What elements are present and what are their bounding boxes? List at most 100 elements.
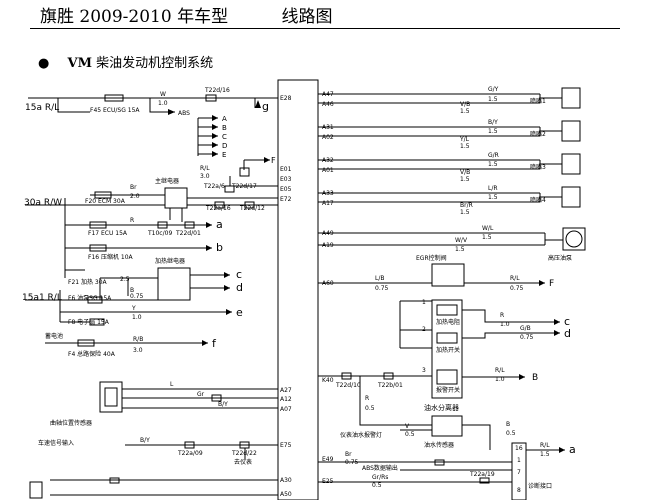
inj-wire-4-size: 1.5 bbox=[460, 143, 470, 150]
inj-wire-6-color: V/B bbox=[460, 169, 470, 176]
sep-wire-v: V bbox=[405, 423, 410, 430]
sep-wire-r: R bbox=[500, 312, 504, 319]
inj-wire-7-size: 1.5 bbox=[488, 194, 498, 201]
speed-input-label: 车速信号输入 bbox=[38, 439, 74, 447]
wire-y10: 1.0 bbox=[132, 314, 142, 321]
conn-t22a6-label: T22a/6 bbox=[203, 183, 225, 190]
conn-t22d16-label: T22d/16 bbox=[204, 87, 230, 94]
ecu-pin-k40: K40 bbox=[322, 377, 334, 384]
injector-2-conn bbox=[561, 120, 581, 142]
heater-label: 加热电阻 bbox=[436, 318, 460, 326]
oil-water-alarm-label: 仪表油水报警灯 bbox=[340, 431, 382, 439]
diag-wire-br: Br bbox=[345, 451, 352, 458]
wire-r30: 3.0 bbox=[200, 173, 210, 180]
conn-to-dash: 去仪表 bbox=[234, 458, 252, 466]
conn-t22d10-label: T22d/10 bbox=[335, 382, 361, 389]
ecu-pin-e49: E49 bbox=[322, 456, 334, 463]
separator-label: 油水分离器 bbox=[424, 403, 459, 412]
branch-B: B bbox=[222, 124, 227, 132]
egr-wire-rl: R/L bbox=[510, 275, 520, 282]
fuse-f45-label: F45 ECU/SG 15A bbox=[90, 107, 140, 114]
conn-t22d22-label: T22d/22 bbox=[231, 450, 257, 457]
conn-t22d17-label: T22d/17 bbox=[231, 183, 257, 190]
main-relay-label: 主继电器 bbox=[155, 177, 179, 185]
egr-label: EGR控制阀 bbox=[416, 254, 447, 262]
section-title: ● VM 柴油发动机控制系统 bbox=[38, 52, 213, 71]
fuse-f8-label: F8 电子扇 15A bbox=[68, 318, 110, 326]
wire-y: Y bbox=[131, 305, 136, 312]
fuse-f20-label: F20 ECM 30A bbox=[85, 198, 126, 205]
conn-t22d16 bbox=[205, 94, 217, 102]
branch-D: D bbox=[222, 142, 227, 150]
ecu-pin-e01: E01 bbox=[280, 166, 292, 173]
diag-wire-grrs: Gr/Rs bbox=[372, 474, 388, 481]
section-bullet: ● bbox=[38, 56, 50, 71]
branch-d: d bbox=[236, 281, 243, 294]
inj-wire-3-size: 1.5 bbox=[488, 128, 498, 135]
oil-water-sensor bbox=[431, 415, 463, 437]
ecu-pin-a47: A47 bbox=[322, 91, 334, 98]
battery-label: 蓄电池 bbox=[45, 332, 63, 340]
power-30a: 30a R/W bbox=[24, 198, 62, 208]
inj-wire-3-color: B/Y bbox=[488, 119, 498, 126]
inj-wire-1-size: 1.5 bbox=[488, 96, 498, 103]
inj-wire-5-size: 1.5 bbox=[488, 161, 498, 168]
oil-water-sensor-label: 油水传感器 bbox=[424, 441, 454, 449]
conn-t22d01-label: T22d/01 bbox=[175, 230, 201, 237]
ecu-pin-a50: A50 bbox=[280, 491, 292, 498]
separator-box bbox=[431, 299, 463, 399]
fuse-f17-label: F17 ECU 15A bbox=[88, 230, 128, 237]
sep-wire-rl-size: 1.0 bbox=[495, 376, 505, 383]
sep-pin-3: 3 bbox=[422, 367, 426, 374]
ecu-pin-e75: E75 bbox=[280, 442, 292, 449]
header-title-year: 2009-2010 bbox=[79, 7, 172, 27]
crank-sensor-label: 曲轴位置传感器 bbox=[50, 419, 92, 427]
inj-wire-1-color: G/Y bbox=[488, 86, 499, 93]
diag-pin-16: 16 bbox=[515, 445, 523, 452]
injector-1-label: 喷嘴1 bbox=[530, 97, 546, 105]
header-title-right: 线路图 bbox=[281, 7, 333, 27]
diag-connector bbox=[511, 442, 527, 500]
ecu-pin-e05: E05 bbox=[280, 186, 292, 193]
sep-wire-b-size: 0.5 bbox=[506, 430, 516, 437]
fuse-f16-label: F16 压缩机 10A bbox=[88, 253, 134, 261]
branch-F: F bbox=[271, 156, 276, 165]
ecu-pin-a49: A49 bbox=[322, 230, 334, 237]
sep-wire-g: G/B bbox=[520, 325, 531, 332]
wire-w: W bbox=[160, 91, 166, 98]
ecu-pin-a27: A27 bbox=[280, 387, 292, 394]
ecu-pin-a33: A33 bbox=[322, 190, 334, 197]
wire-rl: R/L bbox=[200, 165, 210, 172]
branch-A: A bbox=[222, 115, 227, 123]
ecu-pin-a07: A07 bbox=[280, 406, 292, 413]
pump-label: 高压油泵 bbox=[548, 254, 572, 262]
egr-wire-rl-size: 0.75 bbox=[510, 285, 524, 292]
wire-br: Br bbox=[130, 184, 137, 191]
diag-pin-8: 8 bbox=[517, 487, 521, 494]
inj-wire-8-size: 1.5 bbox=[460, 209, 470, 216]
header-title-suffix: 年车型 bbox=[177, 7, 229, 27]
wire-by: B/Y bbox=[218, 401, 228, 408]
fuse-f6 bbox=[87, 296, 103, 304]
sep-wire-r-size: 1.0 bbox=[500, 321, 510, 328]
fuse-f4 bbox=[77, 339, 95, 347]
ecu-pin-a19: A19 bbox=[322, 242, 334, 249]
pump-box bbox=[562, 227, 586, 251]
branch-B-right: B bbox=[532, 373, 538, 383]
branch-E: E bbox=[222, 151, 226, 159]
section-title-cn: 柴油发动机控制系统 bbox=[96, 56, 214, 71]
wire-rb: R/B bbox=[133, 336, 143, 343]
branch-a: a bbox=[216, 218, 223, 231]
inj-wire-2-size: 1.5 bbox=[460, 108, 470, 115]
branch-C: C bbox=[222, 133, 227, 141]
branch-c-right: c bbox=[564, 315, 570, 328]
fuse-f6-label: F6 油泵SG 15A bbox=[68, 294, 112, 302]
sep-wire-b: B bbox=[506, 421, 510, 428]
header-title-cn: 旗胜 bbox=[40, 7, 74, 27]
wire-b: B bbox=[130, 287, 134, 294]
injector-3-label: 喷嘴3 bbox=[530, 163, 546, 171]
diag-wire-grrs-size: 0.5 bbox=[372, 482, 382, 489]
ecu-pin-e25: E25 bbox=[322, 478, 334, 485]
